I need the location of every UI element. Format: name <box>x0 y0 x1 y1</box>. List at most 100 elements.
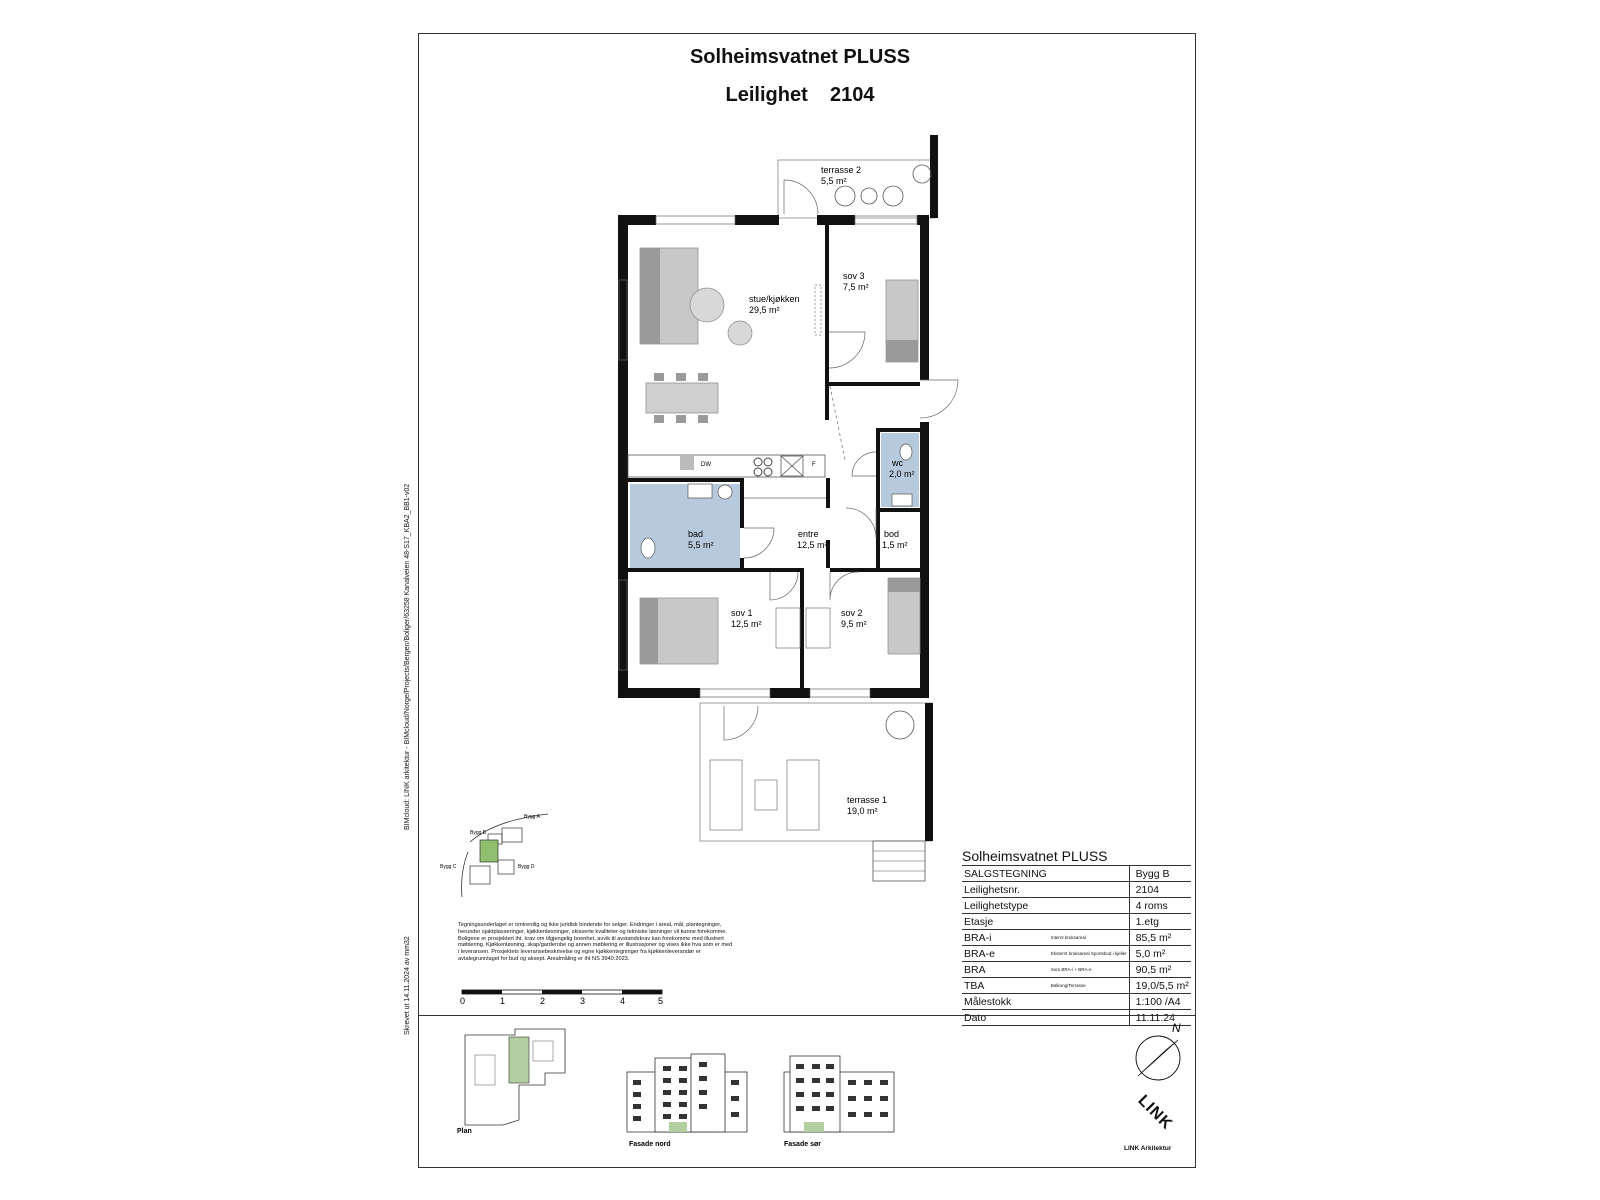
bad-name: bad <box>688 529 703 539</box>
wc-area: 2,0 m² <box>889 469 915 479</box>
info-value: 1.etg <box>1128 913 1191 930</box>
north-label: N <box>1172 1021 1181 1035</box>
plan-caption: Plan <box>457 1128 472 1135</box>
site-bygg-d: Bygg D <box>518 864 535 870</box>
info-sub <box>1048 913 1130 930</box>
info-value: 4 roms <box>1128 897 1191 914</box>
bedroom-furniture <box>639 279 921 665</box>
sov3-name: sov 3 <box>843 271 865 281</box>
info-row: Målestokk 1:100 /A4 <box>962 993 1191 1010</box>
site-plan: Bygg A Bygg B Bygg C Bygg D <box>440 813 549 898</box>
bod-area: 1,5 m² <box>882 540 908 550</box>
info-key: BRA-i <box>962 929 1049 946</box>
info-key: Leilighetstype <box>962 897 1049 914</box>
info-value: 90,5 m² <box>1128 961 1191 978</box>
project-title: Solheimsvatnet PLUSS <box>689 46 911 68</box>
windows <box>618 215 918 698</box>
terrace-1 <box>699 702 933 882</box>
door-swings <box>743 331 959 601</box>
drawing-sheet <box>418 33 1196 1168</box>
info-sub <box>1048 993 1130 1010</box>
info-sub <box>1048 897 1130 914</box>
dw-label: DW <box>701 462 711 468</box>
scale-bar: 0 1 2 3 4 5 <box>460 989 663 1006</box>
divider <box>418 1015 1196 1016</box>
room-labels: terrasse 2 5,5 m² stue/kjøkken 29,5 m² s… <box>688 165 915 816</box>
unit-label: Leilighet <box>725 84 808 106</box>
scale-1: 1 <box>500 996 505 1006</box>
plan-thumbnail: Plan <box>457 1028 566 1135</box>
fasade-sor-thumbnail: Fasade sør <box>783 1055 895 1148</box>
sov1-area: 12,5 m² <box>731 619 762 629</box>
stue-area: 29,5 m² <box>749 305 780 315</box>
stue-name: stue/kjøkken <box>749 294 800 304</box>
terrasse1-name: terrasse 1 <box>847 795 887 805</box>
info-value: 85,5 m² <box>1128 929 1191 946</box>
info-sub: Eksternt bruksareal Sportsbod i kjeller <box>1048 945 1130 962</box>
sov3-area: 7,5 m² <box>843 282 869 292</box>
info-sub <box>1048 865 1130 882</box>
info-value: Bygg B <box>1128 865 1191 882</box>
terrasse2-area: 5,5 m² <box>821 176 847 186</box>
sov2-name: sov 2 <box>841 608 863 618</box>
info-key: SALGSTEGNING <box>962 865 1049 882</box>
info-row: SALGSTEGNING Bygg B <box>962 865 1191 882</box>
info-key: BRA <box>962 961 1049 978</box>
bad-area: 5,5 m² <box>688 540 714 550</box>
link-logo-mark: LINK <box>1134 1092 1176 1134</box>
info-sub: Balkong/Terrasse <box>1048 977 1130 994</box>
scale-3: 3 <box>580 996 585 1006</box>
info-value: 11.11.24 <box>1128 1009 1191 1026</box>
disclaimer-text: Tegningsunderlaget er omtrentlig og ikke… <box>458 922 733 962</box>
info-key: Etasje <box>962 913 1049 930</box>
info-sub <box>1048 881 1130 898</box>
info-sub: Sum BRA-i + BRA-e <box>1048 961 1130 978</box>
unit-number: 2104 <box>829 84 875 106</box>
info-key: BRA-e <box>962 945 1049 962</box>
sov1-name: sov 1 <box>731 608 753 618</box>
info-sub: Internt bruksareal <box>1048 929 1130 946</box>
info-sub <box>1048 1009 1130 1026</box>
info-value: 2104 <box>1128 881 1191 898</box>
info-key: Leilighetsnr. <box>962 881 1049 898</box>
scale-0: 0 <box>460 996 465 1006</box>
info-row: Leilighetsnr. 2104 <box>962 881 1191 898</box>
info-key: TBA <box>962 977 1049 994</box>
info-value: 1:100 /A4 <box>1128 993 1191 1010</box>
fasade-nord-caption: Fasade nord <box>629 1141 671 1148</box>
bod-name: bod <box>884 529 899 539</box>
sov2-area: 9,5 m² <box>841 619 867 629</box>
link-logo: LINK <box>1130 1092 1190 1138</box>
info-value: 5,0 m² <box>1128 945 1191 962</box>
site-bygg-b: Bygg B <box>470 830 487 836</box>
info-key: Dato <box>962 1009 1049 1026</box>
terrace-2 <box>777 135 938 219</box>
living-furniture <box>627 247 826 478</box>
bathroom-fixtures <box>640 443 913 559</box>
scale-2: 2 <box>540 996 545 1006</box>
north-arrow: N <box>1135 1021 1181 1081</box>
site-bygg-c: Bygg C <box>440 864 457 870</box>
wc-name: wc <box>891 458 903 468</box>
site-bygg-a: Bygg A <box>524 814 541 820</box>
fasade-sor-caption: Fasade sør <box>784 1141 821 1148</box>
info-row: Leilighetstype 4 roms <box>962 897 1191 914</box>
walls <box>618 215 929 698</box>
fasade-nord-thumbnail: Fasade nord <box>626 1053 748 1148</box>
info-key: Målestokk <box>962 993 1049 1010</box>
link-logo-caption: LINK Arkitektur <box>1124 1145 1172 1152</box>
scale-5: 5 <box>658 996 663 1006</box>
unit-title: Leilighet 2104 <box>0 84 1600 107</box>
terrasse1-area: 19,0 m² <box>847 806 878 816</box>
scale-4: 4 <box>620 996 625 1006</box>
info-row: Etasje 1.etg <box>962 913 1191 930</box>
entre-name: entre <box>798 529 819 539</box>
info-row: Dato 11.11.24 <box>962 1009 1191 1026</box>
f-label: F <box>812 462 816 468</box>
entre-area: 12,5 m² <box>797 540 828 550</box>
